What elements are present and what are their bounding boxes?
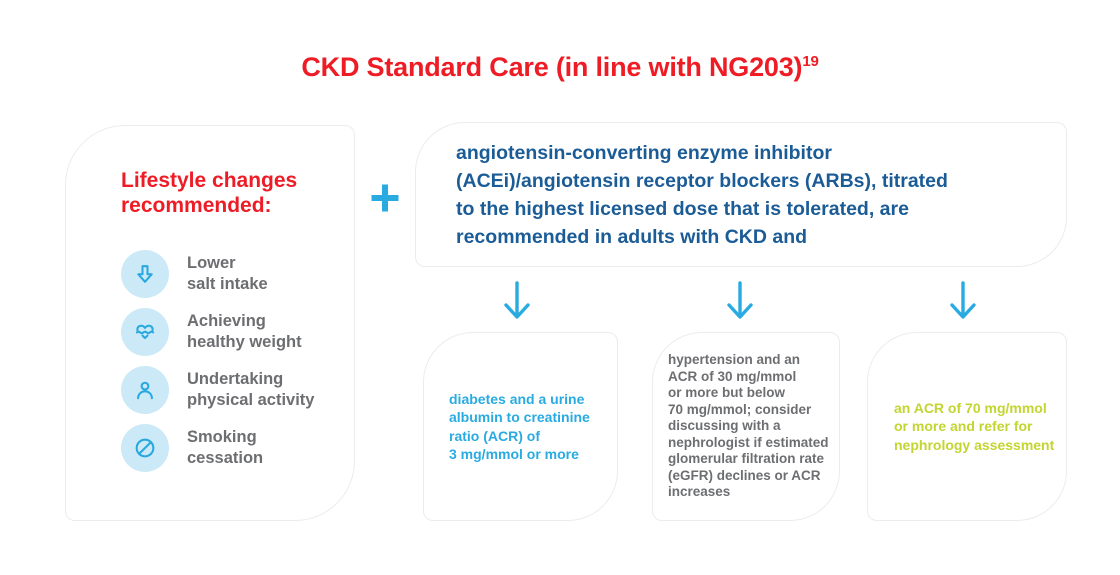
item-label-line1: Lower [187,254,236,272]
down-arrow-icon [722,281,758,323]
list-item-label: Lower salt intake [187,253,268,295]
item-label-line2: healthy weight [187,333,302,351]
branch-box-diabetes-acr: diabetes and a urine albumin to creatini… [423,332,618,521]
list-item-physical-activity: Undertaking physical activity [121,366,314,414]
branch-text-line: albumin to creatinine [449,409,590,425]
item-label-line1: Achieving [187,312,266,330]
lifestyle-items: Lower salt intake Achieving healthy weig… [121,250,314,472]
acei-text-line: (ACEi)/angiotensin receptor blockers (AR… [456,169,948,192]
lifestyle-panel: Lifestyle changes recommended: Lower sal… [65,125,355,521]
down-arrow-icon [945,281,981,323]
branch-text-line: glomerular filtration rate [668,451,825,467]
no-smoking-icon [121,424,169,472]
item-label-line1: Smoking [187,428,257,446]
down-arrow-icon [121,250,169,298]
branch-text-diabetes-acr: diabetes and a urine albumin to creatini… [424,390,590,464]
branch-text-hypertension-acr: hypertension and an ACR of 30 mg/mmol or… [653,352,829,501]
person-icon [121,366,169,414]
branch-text-line: 70 mg/mmol; consider [668,401,812,417]
branch-text-line: ACR of 30 mg/mmol [668,368,797,384]
branch-text-line: hypertension and an [668,352,801,368]
page-title: CKD Standard Care (in line with NG203)19 [0,52,1120,83]
item-label-line1: Undertaking [187,370,284,388]
acei-text-line: recommended in adults with CKD and [456,225,808,248]
acei-arb-text: angiotensin-converting enzyme inhibitor … [416,139,948,251]
branch-text-line: (eGFR) declines or ACR [668,467,821,483]
lifestyle-heading-line2: recommended: [121,194,272,217]
list-item-label: Smoking cessation [187,427,263,469]
heart-wave-icon [121,308,169,356]
lifestyle-heading-line1: Lifestyle changes [121,169,298,192]
branch-text-line: nephrologist if estimated [668,434,829,450]
branch-box-acr-70-referral: an ACR of 70 mg/mmol or more and refer f… [867,332,1067,521]
acei-text-line: angiotensin-converting enzyme inhibitor [456,141,832,164]
branch-text-line: increases [668,484,731,500]
item-label-line2: salt intake [187,275,268,293]
plus-icon [370,183,400,213]
down-arrow-icon [499,281,535,323]
branch-text-line: ratio (ACR) of [449,427,540,444]
lifestyle-heading: Lifestyle changes recommended: [121,168,297,218]
title-superscript: 19 [802,53,819,70]
branch-text-line: discussing with a [668,418,781,434]
branch-text-line: or more but below [668,385,786,401]
branch-text-line: nephrology assessment [894,436,1055,453]
branch-text-line: 3 mg/mmol or more [449,446,579,462]
page-title-text: CKD Standard Care (in line with NG203) [301,52,803,82]
list-item-label: Achieving healthy weight [187,311,302,353]
acei-text-line: to the highest licensed dose that is tol… [456,197,909,220]
branch-box-hypertension-acr: hypertension and an ACR of 30 mg/mmol or… [652,332,840,521]
item-label-line2: physical activity [187,391,315,409]
list-item-healthy-weight: Achieving healthy weight [121,308,314,356]
branch-text-line: or more and refer for [894,418,1033,435]
branch-text-acr-70-referral: an ACR of 70 mg/mmol or more and refer f… [868,399,1054,455]
branch-text-line: diabetes and a urine [449,390,585,407]
list-item-lower-salt-intake: Lower salt intake [121,250,314,298]
list-item-smoking-cessation: Smoking cessation [121,424,314,472]
branch-text-line: an ACR of 70 mg/mmol [894,399,1047,416]
item-label-line2: cessation [187,449,264,467]
acei-arb-recommendation-box: angiotensin-converting enzyme inhibitor … [415,122,1067,267]
list-item-label: Undertaking physical activity [187,369,314,411]
